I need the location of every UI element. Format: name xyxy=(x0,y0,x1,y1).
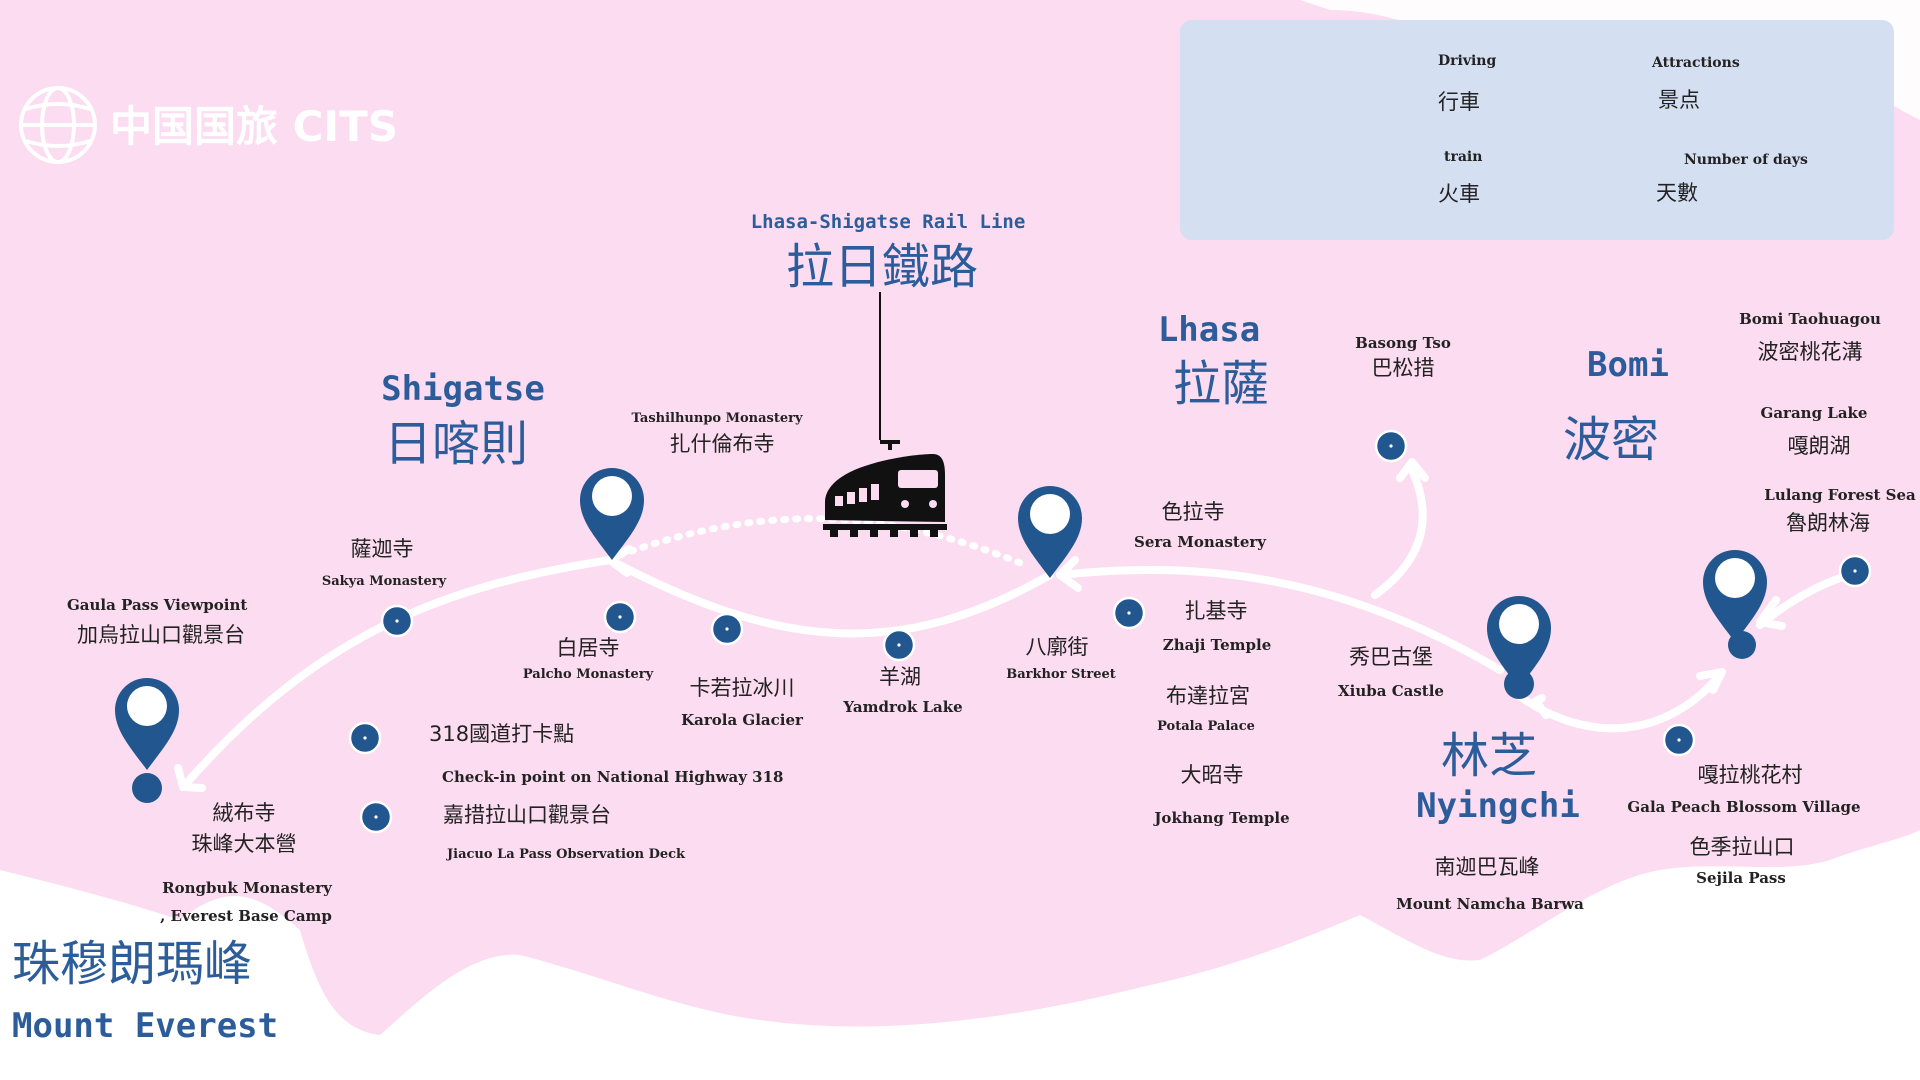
garang-label-zh: 嘎朗湖 xyxy=(1787,434,1851,458)
legend-attractions-en: Attractions xyxy=(1652,55,1740,71)
jiacuo-label-en: Jiacuo La Pass Observation Deck xyxy=(447,847,686,862)
day-pin-bomi[interactable] xyxy=(1703,550,1767,642)
driving-route xyxy=(181,466,1844,789)
sakya-label-en: Sakya Monastery xyxy=(321,574,447,589)
attraction-dot-basong[interactable] xyxy=(1374,429,1408,463)
train-icon xyxy=(823,440,947,537)
city-nyingchi-zh: 林芝 xyxy=(1440,728,1538,784)
day-pin-shigatse[interactable] xyxy=(580,468,644,560)
rail-line-name-en: Lhasa-Shigatse Rail Line xyxy=(750,211,1026,233)
gala-label-zh: 嘎拉桃花村 xyxy=(1697,763,1803,787)
attraction-dot-hw318[interactable] xyxy=(348,721,382,755)
attraction-dot-zhaji[interactable] xyxy=(1112,596,1146,630)
city-nyingchi-en: Nyingchi xyxy=(1416,786,1580,826)
basong-label-en: Basong Tso xyxy=(1355,334,1451,352)
legend-driving-zh: 行車 xyxy=(1438,90,1480,114)
tashilhunpo-label-zh: 扎什倫布寺 xyxy=(669,432,775,456)
city-everest-zh: 珠穆朗瑪峰 xyxy=(12,936,253,992)
zhaji-label-en: Zhaji Temple xyxy=(1162,636,1272,654)
attraction-dot-karola[interactable] xyxy=(710,612,744,646)
city-everest-en: Mount Everest xyxy=(12,1006,279,1046)
legend-train-en: train xyxy=(1444,149,1483,165)
snow-bottom xyxy=(0,830,1920,1080)
attraction-dot-jiacuo[interactable] xyxy=(359,800,393,834)
train-route xyxy=(616,515,1029,569)
attraction-dot-gala[interactable] xyxy=(1662,723,1696,757)
gaula-label-en: Gaula Pass Viewpoint xyxy=(67,596,248,614)
attraction-dot-gaula[interactable] xyxy=(380,604,414,638)
yamdrok-label-en: Yamdrok Lake xyxy=(843,698,963,716)
city-lhasa-zh: 拉薩 xyxy=(1172,356,1270,412)
city-shigatse-zh: 日喀則 xyxy=(383,416,529,472)
rongbuk-label-en-2: , Everest Base Camp xyxy=(160,907,332,925)
attraction-dot-palcho[interactable] xyxy=(603,600,637,634)
rongbuk-label-zh-1: 絨布寺 xyxy=(212,801,276,825)
tashilhunpo-label-en: Tashilhunpo Monastery xyxy=(631,411,803,426)
sera-label-zh: 色拉寺 xyxy=(1161,500,1225,524)
potala-label-en: Potala Palace xyxy=(1157,719,1255,734)
namcha-label-zh: 南迦巴瓦峰 xyxy=(1434,855,1540,879)
gala-label-en: Gala Peach Blossom Village xyxy=(1627,798,1861,816)
sejila-label-zh: 色季拉山口 xyxy=(1689,835,1795,859)
jokhang-label-zh: 大昭寺 xyxy=(1180,763,1244,787)
attraction-dot-lulang[interactable] xyxy=(1838,554,1872,588)
legend-driving-en: Driving xyxy=(1438,53,1497,69)
barkhor-label-zh: 八廓街 xyxy=(1025,635,1089,659)
rail-line-name-zh: 拉日鐵路 xyxy=(785,239,979,295)
karola-label-en: Karola Glacier xyxy=(681,711,803,729)
hw318-label-zh: 318國道打卡點 xyxy=(429,722,575,746)
rongbuk-label-zh-2: 珠峰大本營 xyxy=(191,832,297,856)
xiuba-label-en: Xiuba Castle xyxy=(1338,682,1444,700)
garang-label-en: Garang Lake xyxy=(1760,404,1868,422)
route-arrowheads xyxy=(174,458,1786,792)
gaula-label-zh: 加烏拉山口觀景台 xyxy=(77,623,245,647)
lulang-label-en: Lulang Forest Sea xyxy=(1764,486,1916,504)
potala-label-zh: 布達拉宮 xyxy=(1166,684,1250,708)
day-pin-everest[interactable] xyxy=(115,678,179,770)
legend-train-zh: 火車 xyxy=(1438,182,1480,206)
palcho-label-zh: 白居寺 xyxy=(556,636,620,660)
karola-label-zh: 卡若拉冰川 xyxy=(689,676,795,700)
attraction-dot-yamdrok[interactable] xyxy=(882,628,916,662)
legend-days-zh: 天數 xyxy=(1656,181,1698,205)
bomi-taohuagou-label-zh: 波密桃花溝 xyxy=(1757,340,1863,364)
hw318-label-en: Check-in point on National Highway 318 xyxy=(442,768,784,786)
legend-attractions-zh: 景点 xyxy=(1658,88,1700,112)
svg-text:中国国旅 CITS: 中国国旅 CITS xyxy=(110,102,398,151)
namcha-label-en: Mount Namcha Barwa xyxy=(1396,895,1584,913)
city-lhasa-en: Lhasa xyxy=(1157,310,1261,350)
city-bomi-en: Bomi xyxy=(1587,345,1669,385)
city-shigatse-en: Shigatse xyxy=(381,369,545,409)
sejila-label-en: Sejila Pass xyxy=(1696,869,1786,887)
city-bomi-zh: 波密 xyxy=(1562,412,1660,468)
cits-logo: 中国国旅 CITS xyxy=(19,86,398,164)
palcho-label-en: Palcho Monastery xyxy=(522,667,654,682)
zhaji-label-zh: 扎基寺 xyxy=(1184,599,1248,623)
rongbuk-label-en-1: Rongbuk Monastery xyxy=(162,879,332,897)
bomi-taohuagou-label-en: Bomi Taohuagou xyxy=(1739,310,1881,328)
xiuba-label-zh: 秀巴古堡 xyxy=(1349,645,1433,669)
sera-label-en: Sera Monastery xyxy=(1134,533,1266,551)
legend: Driving 行車 train 火車 Attractions 景点 Numbe… xyxy=(1180,20,1894,240)
pin-anchor-dots xyxy=(132,631,1756,803)
jiacuo-label-zh: 嘉措拉山口觀景台 xyxy=(443,803,611,827)
sakya-label-zh: 薩迦寺 xyxy=(350,537,414,561)
basong-label-zh: 巴松措 xyxy=(1371,356,1435,380)
lulang-label-zh: 魯朗林海 xyxy=(1786,511,1870,535)
jokhang-label-en: Jokhang Temple xyxy=(1154,809,1290,827)
legend-days-en: Number of days xyxy=(1684,152,1808,168)
yamdrok-label-zh: 羊湖 xyxy=(879,665,921,689)
barkhor-label-en: Barkhor Street xyxy=(1006,667,1116,682)
